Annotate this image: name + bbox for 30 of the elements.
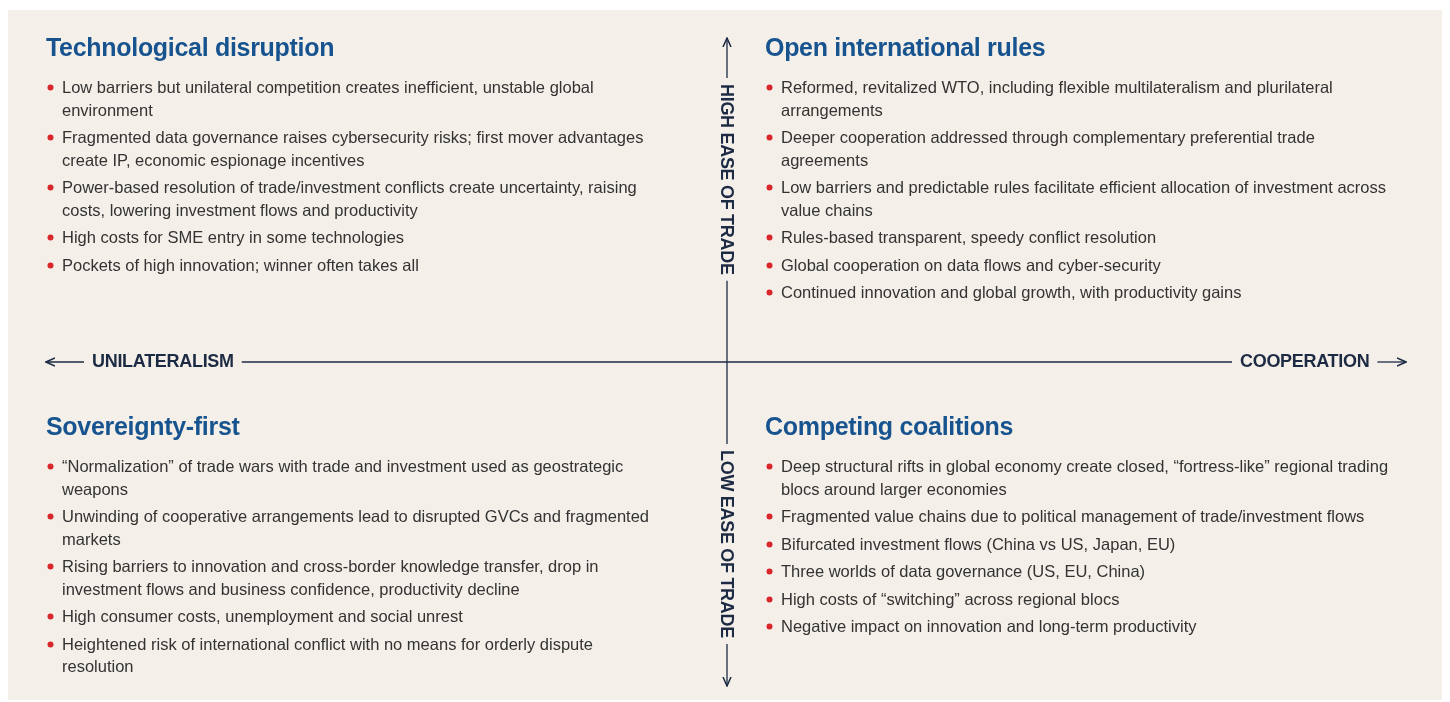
bullet-text: High consumer costs, unemployment and social unrest	[62, 606, 464, 627]
bullet-text: Rising barriers to innovation and cross-border knowledge transfer, drop in investment flows and business confidence, productivity decline	[62, 556, 600, 600]
bullet-text: Deep structural rifts in global economy create closed, “fortress-like” regional trading blocs around larger economies	[781, 456, 1390, 500]
bullet-text: Low barriers and predictable rules facilitate efficient allocation of investment across value chains	[781, 177, 1387, 221]
bullet-text: High costs of “switching” across regional blocs	[781, 588, 1121, 610]
bullet-text: Negative impact on innovation and long-term productivity	[781, 616, 1198, 637]
bullet-text: Three worlds of data governance (US, EU, China)	[781, 561, 1147, 582]
bullet-text: Fragmented value chains due to political management of trade/investment flows	[781, 506, 1366, 527]
quadrant-heading: Technological disruption	[46, 33, 335, 62]
bullet-text: Deeper cooperation addressed through complementary preferential trade agreements	[781, 127, 1316, 171]
bullet-text: Power-based resolution of trade/investment conflicts create uncertainty, raising costs, lowering investment flows and productivity	[62, 177, 638, 221]
bullet-text: Continued innovation and global growth, with productivity gains	[781, 282, 1243, 303]
bullet-text: Low barriers but unilateral competition creates inefficient, unstable global environment	[62, 77, 595, 121]
quadrant-heading: Competing coalitions	[765, 412, 1014, 441]
bullet-text: “Normalization” of trade wars with trade and investment used as geostrategic weapons	[62, 456, 625, 500]
bullet-text: Heightened risk of international conflict with no means for orderly dispute resolution	[62, 633, 595, 677]
bullet-text: Rules-based transparent, speedy conflict resolution	[781, 227, 1158, 248]
bullet-text: High costs for SME entry in some technologies	[62, 227, 406, 248]
quadrant-heading: Sovereignty-first	[46, 412, 240, 441]
bullet-text: Reformed, revitalized WTO, including flexible multilateralism and plurilateral arrangements	[781, 77, 1334, 121]
bullet-text: Unwinding of cooperative arrangements lead to disrupted GVCs and fragmented markets	[62, 506, 650, 550]
quadrant-heading: Open international rules	[765, 33, 1046, 62]
bullet-text: Fragmented data governance raises cybersecurity risks; first mover advantages create IP, economic espionage incentives	[62, 127, 645, 171]
axis-label: UNILATERALISM	[92, 351, 234, 372]
bullet-text: Global cooperation on data flows and cyber-security	[781, 254, 1162, 276]
axis-label: COOPERATION	[1240, 351, 1370, 372]
bullet-text: Pockets of high innovation; winner often takes all	[62, 254, 420, 276]
axis-label: HIGH EASE OF TRADE	[716, 84, 737, 275]
axis-label: LOW EASE OF TRADE	[716, 450, 737, 638]
bullet-text: Bifurcated investment flows (China vs US, Japan, EU)	[781, 533, 1177, 555]
